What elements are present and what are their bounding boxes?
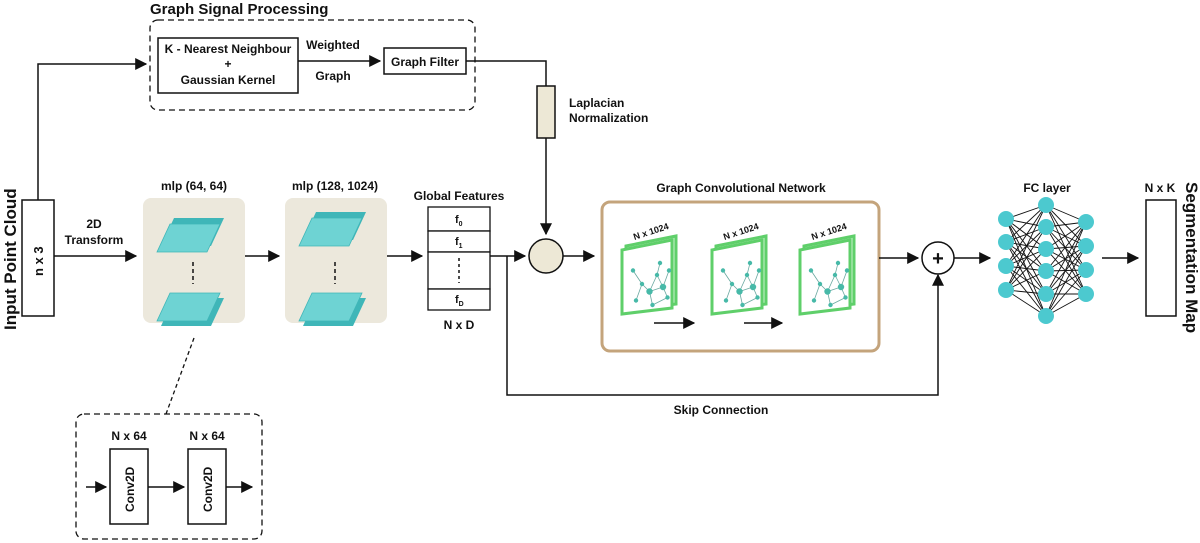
mlp1-planes <box>156 218 224 326</box>
conv2d-box-2 <box>187 448 227 525</box>
laplacian-label-2: Normalization <box>569 111 648 125</box>
global-features-stack <box>427 206 491 311</box>
fc-node-2-3 <box>1038 241 1054 257</box>
gcn-title: Graph Convolutional Network <box>656 181 826 195</box>
gcn-card-3: N x 1024 <box>798 221 856 316</box>
graph-label: Graph <box>315 69 350 83</box>
add-symbol: + <box>932 248 944 270</box>
conv-detail-dashed-box <box>75 413 263 540</box>
knn-label-1: K - Nearest Neighbour <box>165 42 292 56</box>
mlp1-label: mlp (64, 64) <box>161 179 227 193</box>
transform-label-2: Transform <box>65 233 124 247</box>
global-features-label: Global Features <box>414 189 505 203</box>
global-dim-label: N x D <box>444 318 475 332</box>
gcn-card-graph <box>720 260 762 308</box>
skip-connection-line <box>506 256 944 396</box>
feature-f0: f0 <box>455 214 463 228</box>
fc-node-1-2 <box>998 234 1014 250</box>
mlp2-label: mlp (128, 1024) <box>292 179 378 193</box>
mlp2-planes <box>298 212 366 326</box>
fc-node-2-1 <box>1038 197 1054 213</box>
fc-node-1-3 <box>998 258 1014 274</box>
conv2d-label-2: Conv2D <box>201 466 215 512</box>
fc-network <box>998 197 1094 324</box>
gcn-card-graph <box>808 260 850 308</box>
graph-filter-label: Graph Filter <box>391 55 459 69</box>
fc-layer-label: FC layer <box>1023 181 1071 195</box>
input-point-cloud-label: Input Point Cloud <box>1 188 20 330</box>
input-to-gsp-arrow <box>37 58 148 200</box>
output-dim-label: N x K <box>1145 181 1176 195</box>
fc-node-2-6 <box>1038 308 1054 324</box>
fc-node-3-1 <box>1078 214 1094 230</box>
skip-connection-label: Skip Connection <box>674 403 769 417</box>
fc-node-3-2 <box>1078 238 1094 254</box>
fc-node-1-1 <box>998 211 1014 227</box>
conv-dim-label-a: N x 64 <box>111 429 147 443</box>
knn-label-2: Gaussian Kernel <box>181 73 276 87</box>
feature-fD: fD <box>455 294 464 308</box>
input-dim-label: n x 3 <box>31 246 46 276</box>
conv2d-label-1: Conv2D <box>123 466 137 512</box>
fc-node-3-4 <box>1078 286 1094 302</box>
laplacian-label-1: Laplacian <box>569 96 624 110</box>
knn-box <box>157 37 299 94</box>
fc-node-3-3 <box>1078 262 1094 278</box>
gcn-card-graph <box>630 260 672 308</box>
fusion-node <box>528 238 564 274</box>
weighted-label: Weighted <box>306 38 360 52</box>
fc-node-2-5 <box>1038 286 1054 302</box>
fc-node-2-4 <box>1038 263 1054 279</box>
fc-node-1-4 <box>998 282 1014 298</box>
filter-to-laplacian-line <box>466 60 547 86</box>
segmentation-map-label: Segmentation Map <box>1182 182 1200 333</box>
input-box <box>21 199 55 317</box>
mlp1-detail-connector <box>165 337 195 415</box>
knn-plus: + <box>224 57 231 71</box>
transform-label-1: 2D <box>86 217 102 231</box>
gcn-card-1: N x 1024 <box>620 221 678 316</box>
fc-node-2-2 <box>1038 219 1054 235</box>
feature-f1: f1 <box>455 236 463 250</box>
laplacian-box <box>536 85 556 139</box>
gsp-title: Graph Signal Processing <box>150 1 328 18</box>
conv-dim-label-b: N x 64 <box>189 429 225 443</box>
output-box <box>1145 199 1177 317</box>
gsp-dashed-box <box>149 19 476 111</box>
